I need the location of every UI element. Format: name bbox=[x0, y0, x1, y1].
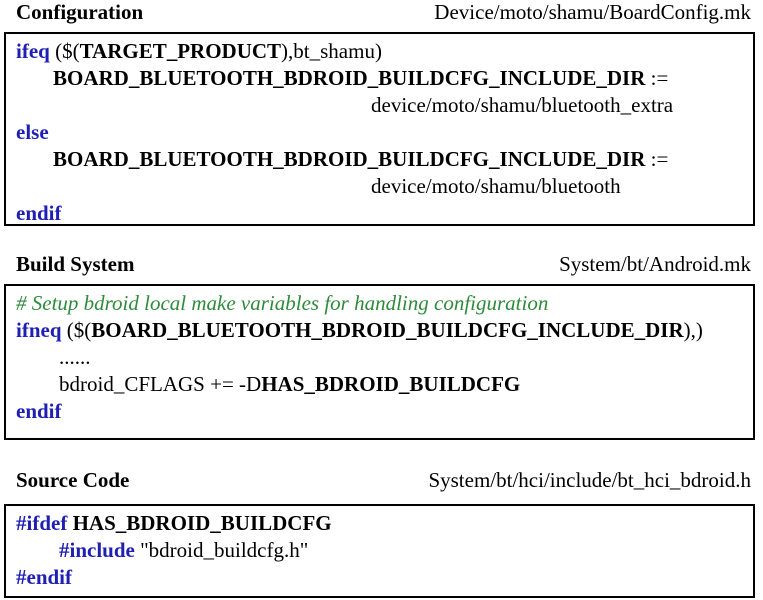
file-path: Device/moto/shamu/BoardConfig.mk bbox=[434, 0, 751, 24]
build-system-header: Build System System/bt/Android.mk bbox=[0, 252, 763, 282]
code-text: ...... bbox=[59, 345, 91, 369]
code-line: endif bbox=[16, 200, 743, 227]
code-text: bdroid_CFLAGS += -D bbox=[59, 372, 262, 396]
keyword: ifeq bbox=[16, 39, 50, 63]
code-text: device/moto/shamu/bluetooth_extra bbox=[371, 93, 674, 117]
macro: HAS_BDROID_BUILDCFG bbox=[67, 511, 332, 535]
keyword: endif bbox=[16, 399, 62, 423]
variable: BOARD_BLUETOOTH_BDROID_BUILDCFG_INCLUDE_… bbox=[53, 66, 646, 90]
macro: HAS_BDROID_BUILDCFG bbox=[261, 372, 521, 396]
configuration-header: Configuration Device/moto/shamu/BoardCon… bbox=[0, 0, 763, 30]
variable: BOARD_BLUETOOTH_BDROID_BUILDCFG_INCLUDE_… bbox=[53, 147, 646, 171]
code-line: ifeq ($(TARGET_PRODUCT),bt_shamu) bbox=[16, 38, 743, 65]
code-line: ...... bbox=[16, 344, 743, 371]
code-text: ),) bbox=[683, 318, 703, 342]
code-line: BOARD_BLUETOOTH_BDROID_BUILDCFG_INCLUDE_… bbox=[16, 146, 743, 173]
code-line: endif bbox=[16, 398, 743, 425]
section-title: Configuration bbox=[16, 0, 144, 24]
code-line: else bbox=[16, 119, 743, 146]
variable: TARGET_PRODUCT bbox=[79, 39, 282, 63]
code-text: device/moto/shamu/bluetooth bbox=[371, 174, 621, 198]
code-text: ($( bbox=[49, 39, 80, 63]
configuration-code-box: ifeq ($(TARGET_PRODUCT),bt_shamu) BOARD_… bbox=[4, 32, 755, 226]
file-path: System/bt/Android.mk bbox=[559, 252, 751, 276]
code-line: device/moto/shamu/bluetooth_extra bbox=[16, 92, 743, 119]
code-text: := bbox=[645, 147, 669, 171]
code-line: bdroid_CFLAGS += -DHAS_BDROID_BUILDCFG bbox=[16, 371, 743, 398]
variable: BOARD_BLUETOOTH_BDROID_BUILDCFG_INCLUDE_… bbox=[91, 318, 684, 342]
code-line: BOARD_BLUETOOTH_BDROID_BUILDCFG_INCLUDE_… bbox=[16, 65, 743, 92]
configuration-section: Configuration Device/moto/shamu/BoardCon… bbox=[0, 0, 763, 226]
build-system-section: Build System System/bt/Android.mk # Setu… bbox=[0, 252, 763, 440]
build-system-code-box: # Setup bdroid local make variables for … bbox=[4, 284, 755, 440]
code-text: := bbox=[645, 66, 669, 90]
code-line: # Setup bdroid local make variables for … bbox=[16, 290, 743, 317]
keyword: #ifdef bbox=[16, 511, 68, 535]
section-title: Source Code bbox=[16, 468, 130, 492]
source-code-section: Source Code System/bt/hci/include/bt_hci… bbox=[0, 468, 763, 598]
code-text: ($( bbox=[61, 318, 92, 342]
code-line: ifneq ($(BOARD_BLUETOOTH_BDROID_BUILDCFG… bbox=[16, 317, 743, 344]
source-code-box: #ifdef HAS_BDROID_BUILDCFG #include "bdr… bbox=[4, 504, 755, 598]
code-line: #include "bdroid_buildcfg.h" bbox=[16, 537, 743, 564]
keyword: else bbox=[16, 120, 49, 144]
source-code-header: Source Code System/bt/hci/include/bt_hci… bbox=[0, 468, 763, 498]
keyword: #endif bbox=[16, 565, 73, 589]
code-line: device/moto/shamu/bluetooth bbox=[16, 173, 743, 200]
keyword: #include bbox=[59, 538, 135, 562]
code-text: ),bt_shamu) bbox=[281, 39, 382, 63]
file-path: System/bt/hci/include/bt_hci_bdroid.h bbox=[428, 468, 751, 492]
section-title: Build System bbox=[16, 252, 135, 276]
keyword: ifneq bbox=[16, 318, 62, 342]
code-comment: # Setup bdroid local make variables for … bbox=[16, 291, 549, 315]
code-text: "bdroid_buildcfg.h" bbox=[134, 538, 309, 562]
code-line: #endif bbox=[16, 564, 743, 591]
code-line: #ifdef HAS_BDROID_BUILDCFG bbox=[16, 510, 743, 537]
keyword: endif bbox=[16, 201, 62, 225]
